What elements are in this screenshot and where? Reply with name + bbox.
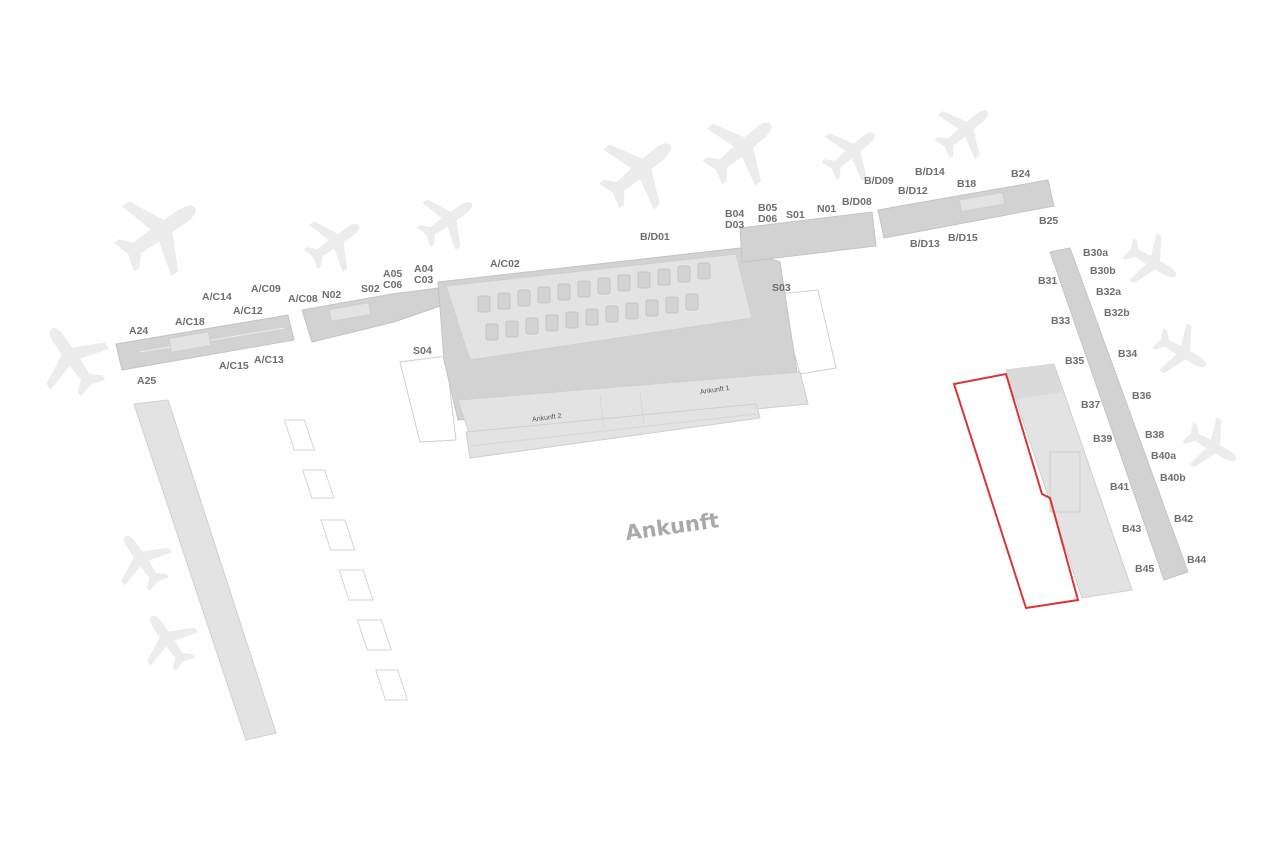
gate-label: A05	[383, 268, 402, 280]
gate-label: B30b	[1090, 265, 1116, 277]
gate-label: A/C08	[288, 293, 318, 305]
airplane-icon	[22, 308, 123, 409]
highlighted-area[interactable]	[952, 372, 1080, 610]
gate-label: B37	[1081, 399, 1100, 411]
gate-label: B05	[758, 202, 777, 214]
gate-label: B18	[957, 178, 976, 190]
airplane-icon	[127, 599, 209, 681]
gate-label: B41	[1110, 481, 1129, 493]
gate-label: B36	[1132, 390, 1151, 402]
gate-label: C03	[414, 274, 433, 286]
gate-label: B32a	[1096, 286, 1121, 298]
gate-label: B25	[1039, 215, 1058, 227]
gate-label: A04	[414, 263, 433, 275]
gate-label: B24	[1011, 168, 1030, 180]
airplane-icon	[1114, 224, 1190, 300]
gate-label: A/C09	[251, 283, 281, 295]
sub-label-ankunft-2: Ankunft 2	[532, 413, 562, 424]
gate-labels: A24 A25 A/C18 A/C14 A/C15 A/C12 A/C13 A/…	[129, 166, 1206, 575]
area-label-ankunft: Ankunft	[624, 508, 721, 545]
gate-label: B35	[1065, 355, 1084, 367]
gate-label: A/C12	[233, 305, 263, 317]
main-terminal	[399, 247, 837, 459]
gate-label: S03	[772, 282, 791, 294]
pier-a-south	[133, 399, 409, 741]
gate-label: A/C15	[219, 360, 249, 372]
gate-label: B44	[1187, 554, 1206, 566]
gate-label: C06	[383, 279, 402, 291]
airplane-icon	[1144, 314, 1220, 390]
airplane-icon	[101, 519, 183, 601]
gate-label: S01	[786, 209, 805, 221]
gate-label: B33	[1051, 315, 1070, 327]
airplane-icon	[99, 172, 220, 292]
airplane-icon	[407, 179, 489, 261]
gate-label: B43	[1122, 523, 1141, 535]
gate-label: D06	[758, 213, 777, 225]
gate-label: B30a	[1083, 247, 1108, 259]
gate-label: N02	[322, 289, 341, 301]
gate-label: A/C18	[175, 316, 205, 328]
gate-label: B/D14	[915, 166, 945, 178]
gate-label: B34	[1118, 348, 1137, 360]
pier-b-north	[739, 179, 1055, 263]
gate-label: B/D15	[948, 232, 978, 244]
gate-label: S02	[361, 283, 380, 295]
gate-label: B/D08	[842, 196, 872, 208]
gate-label: B40b	[1160, 472, 1186, 484]
pier-a-west	[115, 314, 295, 371]
gate-label: B/D12	[898, 185, 928, 197]
gate-label: B31	[1038, 275, 1057, 287]
gate-label: B40a	[1151, 450, 1176, 462]
gate-label: A/C14	[202, 291, 232, 303]
gate-label: A25	[137, 375, 156, 387]
gate-label: S04	[413, 345, 432, 357]
gate-label: B04	[725, 208, 744, 220]
gate-label: D03	[725, 219, 744, 231]
gate-label: B45	[1135, 563, 1154, 575]
gate-label: B/D01	[640, 231, 670, 243]
sub-label-ankunft-1: Ankunft 1	[700, 385, 730, 396]
gate-label: B42	[1174, 513, 1193, 525]
airplane-icon	[923, 89, 1006, 172]
pier-a-middle	[301, 287, 441, 343]
pier-b-east	[1049, 247, 1189, 581]
airplane-icon	[584, 114, 696, 226]
gate-label: A/C02	[490, 258, 520, 270]
gate-label: B/D13	[910, 238, 940, 250]
gate-label: B32b	[1104, 307, 1130, 319]
gate-label: B/D09	[864, 175, 894, 187]
gate-label: B38	[1145, 429, 1164, 441]
gate-label: N01	[817, 203, 836, 215]
gate-label: A/C13	[254, 354, 284, 366]
airplane-icon	[688, 95, 795, 202]
gate-label: A24	[129, 325, 148, 337]
gate-label: B39	[1093, 433, 1112, 445]
airplane-icon	[294, 201, 376, 283]
building-b45	[1005, 363, 1133, 599]
